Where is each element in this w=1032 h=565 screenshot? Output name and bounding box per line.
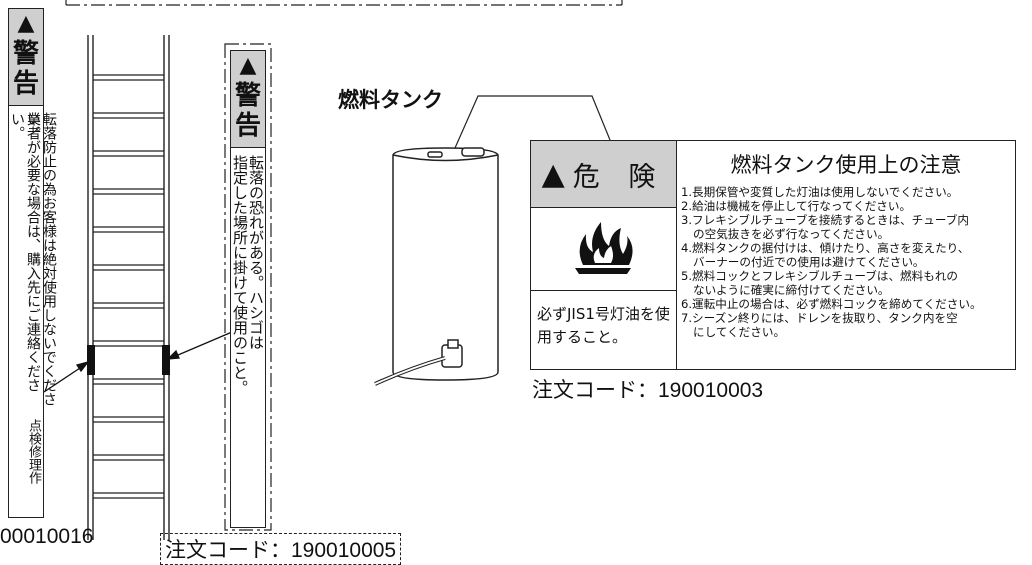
caution-note-line: ないように確実に締付けてください。 <box>693 283 890 297</box>
mid-warning-strip: ▲ 警 告 転落の恐れがある。ハシゴは 指定した場所に掛けて使用のこと。 <box>230 50 266 528</box>
ladder-label-mark-left <box>87 345 95 375</box>
mid-order-code: 注文コード：190010005 <box>160 533 402 565</box>
left-strip-text-1: 転落防止の為お客様は絶対使用しないでください。 <box>25 112 57 406</box>
caution-note-line: 6.運転中止の場合は、必ず燃料コックを締めてください。 <box>681 297 982 311</box>
warning-header: ▲ 警 告 <box>231 51 265 148</box>
caution-note-line: の空気抜きを必ず行なってください。 <box>693 227 890 241</box>
label-left-column: ▲ 危 険 必ずJIS1号灯油を使用すること。 <box>531 141 677 369</box>
warning-triangle-icon: ▲ <box>17 11 35 36</box>
caution-label: ▲ 危 険 必ずJIS1号灯油を使用すること。 燃料タンク使用上の注意 1.長期… <box>530 140 1016 370</box>
mid-strip-text-1: 転落の恐れがある。ハシゴは <box>247 155 265 350</box>
fuel-tank-drawing <box>374 147 499 386</box>
mid-strip-text-2: 指定した場所に掛けて使用のこと。 <box>231 155 249 395</box>
label-right-column: 燃料タンク使用上の注意 1.長期保管や変質した灯油は使用しないでください。2.給… <box>677 141 1015 369</box>
flame-pictogram <box>531 208 676 291</box>
caution-note-line: にしてください。 <box>693 325 786 339</box>
caution-note-line: 2.給油は機械を停止して行なってください。 <box>681 199 912 213</box>
left-warning-strip: ▲ 警 告 転落防止の為お客様は絶対使用しないでください。 業者が必要な場合は、… <box>8 8 57 518</box>
left-strip-text-3: 点検修理作 <box>26 419 41 484</box>
warning-triangle-icon: ▲ <box>239 53 257 78</box>
flame-icon <box>575 222 633 274</box>
left-strip-text-2: 業者が必要な場合は、購入先にご連絡ください。 <box>9 112 41 392</box>
caution-note-line: 1.長期保管や変質した灯油は使用しないでください。 <box>681 185 959 199</box>
warning-header: ▲ 警 告 <box>9 9 43 106</box>
ladder-label-mark-right <box>162 345 170 375</box>
fuel-tank-title: 燃料タンク <box>338 88 443 112</box>
caution-note-line: 3.フレキシブルチューブを接続するときは、チューブ内 <box>681 213 969 227</box>
caution-note-line: バーナーの付近での使用は避けてください。 <box>693 255 925 269</box>
ladder <box>87 35 170 540</box>
danger-triangle-icon: ▲ <box>541 156 565 192</box>
danger-text: 危 険 <box>572 161 666 193</box>
caution-note-line: 5.燃料コックとフレキシブルチューブは、燃料もれの <box>681 269 959 283</box>
caution-title: 燃料タンク使用上の注意 <box>730 153 962 177</box>
jis-kerosene-note: 必ずJIS1号灯油を使用すること。 <box>537 305 670 346</box>
caution-note-line: 7.シーズン終りには、ドレンを抜取り、タンク内を空 <box>681 311 958 325</box>
danger-header: ▲ 危 険 <box>531 141 676 208</box>
caution-notes: 1.長期保管や変質した灯油は使用しないでください。2.給油は機械を停止して行なっ… <box>681 185 1013 339</box>
warning-kanji: 警 告 <box>234 81 261 141</box>
left-order-code: 00010016 <box>0 525 94 548</box>
warning-kanji: 警 告 <box>12 39 39 99</box>
caution-note-line: 4.燃料タンクの据付けは、傾けたり、高さを変えたり、 <box>681 241 970 255</box>
tank-order-code: 注文コード：190010003 <box>532 379 764 402</box>
